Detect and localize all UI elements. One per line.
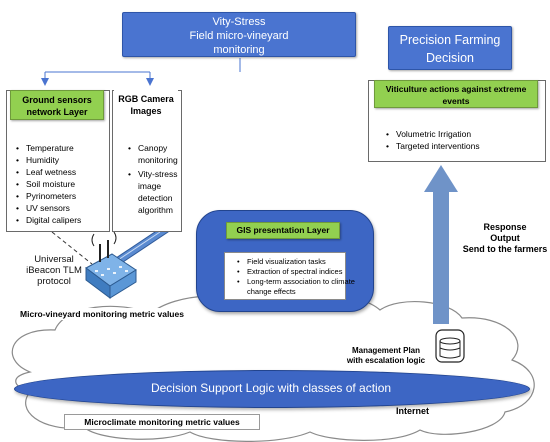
viticulture-header: Viticulture actions against extreme even… [374, 80, 538, 108]
ibeacon-gateway-icon [85, 231, 137, 299]
sensor-item: Humidity [16, 154, 116, 166]
ibeacon-line-3: protocol [37, 276, 71, 287]
rgb-camera-header: RGB Camera Images [114, 90, 178, 120]
gis-layer-title: GIS presentation Layer [236, 225, 330, 235]
sensor-item: Pyrinometers [16, 190, 116, 202]
rgb-camera-list: Canopy monitoring Vity-stress image dete… [126, 142, 190, 216]
viticulture-list: Volumetric Irrigation Targeted intervent… [384, 128, 546, 152]
management-plan-line-1: Management Plan [351, 346, 420, 355]
ground-sensors-title-1: Ground sensors [22, 95, 92, 105]
gis-item: Long-term association to climate change … [237, 277, 355, 297]
rgb-camera-title-2: Images [130, 106, 162, 116]
camera-item: Vity-stress image detection algorithm [128, 168, 190, 216]
sensor-item: Leaf wetness [16, 166, 116, 178]
gis-item: Extraction of spectral indices [237, 267, 355, 277]
precision-farming-title: Precision Farming [399, 33, 501, 47]
precision-farming-box: Precision Farming Decision [388, 26, 512, 70]
sensor-item: Digital calipers [16, 214, 116, 226]
sensor-link-dashed [51, 231, 93, 265]
viticulture-title-2: events [442, 96, 470, 106]
viticulture-title-1: Viticulture actions against extreme [385, 84, 527, 94]
ground-sensors-title-2: network Layer [26, 107, 88, 117]
vity-stress-box: Vity-Stress Field micro-vineyard monitor… [122, 12, 356, 57]
ibeacon-line-2: iBeacon TLM [26, 265, 82, 276]
response-line-2: Output [490, 233, 520, 243]
vity-stress-title: Vity-Stress [212, 16, 266, 28]
vity-stress-subtitle: Field micro-vineyard [189, 30, 289, 42]
gis-layer-list-panel: Field visualization tasks Extraction of … [224, 252, 355, 300]
ibeacon-label: Universal iBeacon TLM protocol [16, 254, 92, 287]
gis-layer-header: GIS presentation Layer [226, 222, 340, 239]
response-label: Response Output Send to the farmers [462, 222, 548, 255]
vity-stress-branch-arrows [41, 58, 241, 86]
micro-vineyard-label: Micro-vineyard monitoring metric values [12, 308, 192, 320]
ibeacon-line-1: Universal [34, 254, 74, 265]
internet-label: Internet [396, 406, 430, 416]
response-up-arrow [424, 165, 458, 324]
camera-item: Canopy monitoring [128, 142, 190, 166]
gis-item: Field visualization tasks [237, 257, 355, 267]
decision-support-label: Decision Support Logic with classes of a… [150, 381, 392, 395]
vity-stress-subtitle-2: monitoring [213, 44, 265, 56]
database-icon [435, 329, 465, 363]
sensor-item: Temperature [16, 142, 116, 154]
rgb-camera-title-1: RGB Camera [118, 94, 174, 104]
ground-sensors-list: Temperature Humidity Leaf wetness Soil m… [14, 142, 116, 226]
management-plan-label: Management Plan with escalation logic [340, 346, 432, 366]
response-line-1: Response [483, 222, 527, 232]
precision-farming-subtitle: Decision [426, 51, 474, 65]
response-line-3: Send to the farmers [462, 244, 548, 254]
management-plan-line-2: with escalation logic [346, 356, 426, 365]
microclimate-label: Microclimate monitoring metric values [64, 414, 260, 430]
decision-support-ellipse [14, 370, 530, 408]
viticulture-item: Targeted interventions [386, 140, 546, 152]
viticulture-item: Volumetric Irrigation [386, 128, 546, 140]
sensor-item: Soil moisture [16, 178, 116, 190]
gis-layer-list: Field visualization tasks Extraction of … [235, 257, 355, 297]
ground-sensors-header: Ground sensors network Layer [10, 90, 104, 120]
sensor-item: UV sensors [16, 202, 116, 214]
